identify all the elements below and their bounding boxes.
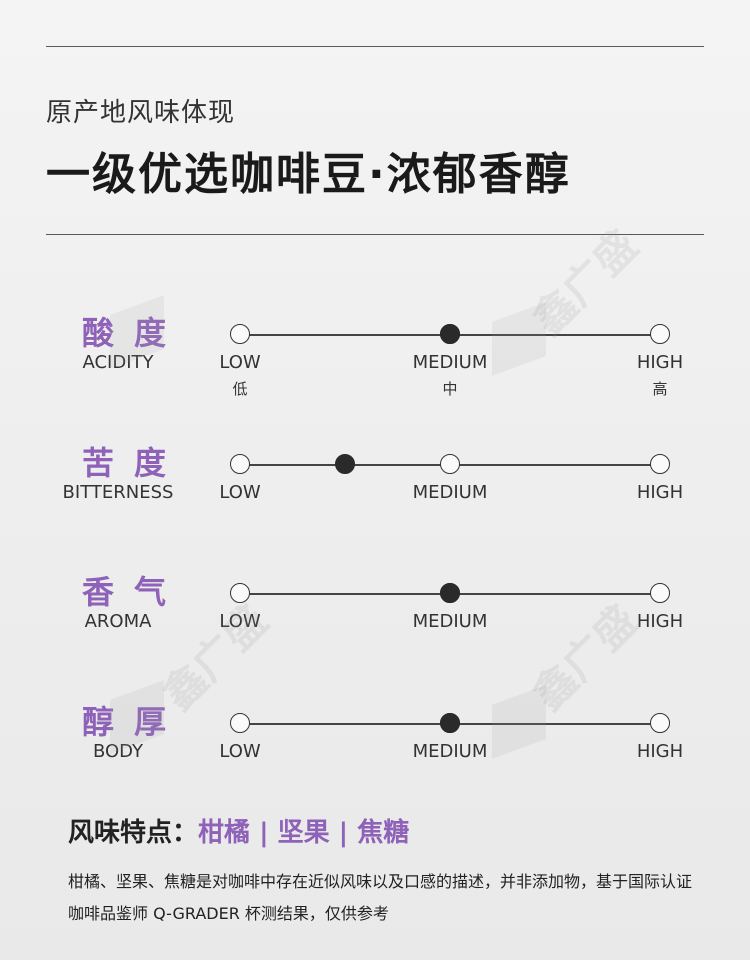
scale-dot-low — [230, 324, 250, 344]
attribute-name-cn: 香气 — [82, 573, 187, 611]
flavor-notes: 风味特点：柑橘 | 坚果 | 焦糖 — [68, 812, 409, 849]
scale-dot-medium — [440, 454, 460, 474]
scale-label-medium: MEDIUM — [412, 482, 488, 503]
scale-dot-high — [650, 324, 670, 344]
scale-label-low: LOW — [219, 352, 261, 373]
attribute-name-cn: 苦度 — [82, 444, 187, 482]
flavor-tags: 柑橘 | 坚果 | 焦糖 — [198, 818, 410, 848]
scale-label-medium: MEDIUM — [412, 611, 488, 632]
scale-label-high: HIGH — [636, 741, 684, 762]
level-marker — [335, 454, 355, 474]
scale-label-low: LOW — [219, 611, 261, 632]
attribute-name-en: AROMA — [84, 611, 152, 632]
page-subtitle: 原产地风味体现 — [46, 98, 236, 128]
attribute-row-body: 醇厚 BODY LOW MEDIUM HIGH — [0, 697, 750, 817]
top-divider — [46, 46, 704, 47]
flavor-heading: 风味特点： — [68, 818, 199, 848]
level-marker — [440, 324, 460, 344]
scale-label-low: LOW — [219, 482, 261, 503]
scale-dot-low — [230, 454, 250, 474]
level-marker — [440, 713, 460, 733]
level-marker — [440, 583, 460, 603]
attribute-name-en: BODY — [92, 741, 144, 762]
attribute-name-cn: 酸度 — [82, 314, 187, 352]
attribute-row-bitterness: 苦度 BITTERNESS LOW MEDIUM HIGH — [0, 438, 750, 558]
scale-label-high: HIGH — [636, 611, 684, 632]
scale-dot-low — [230, 713, 250, 733]
flavor-disclaimer: 柑橘、坚果、焦糖是对咖啡中存在近似风味以及口感的描述，并非添加物，基于国际认证咖… — [68, 872, 693, 923]
scale-dot-low — [230, 583, 250, 603]
header-divider — [46, 234, 704, 235]
scale-label-high: HIGH — [636, 352, 684, 373]
scale-label-medium-cn: 中 — [442, 380, 458, 398]
scale-label-high: HIGH — [636, 482, 684, 503]
scale-label-medium: MEDIUM — [412, 352, 488, 373]
scale-dot-high — [650, 454, 670, 474]
scale-label-high-cn: 高 — [652, 380, 668, 398]
attribute-name-cn: 醇厚 — [82, 703, 187, 741]
scale-dot-high — [650, 583, 670, 603]
scale-label-low-cn: 低 — [232, 380, 248, 398]
attribute-name-en: BITTERNESS — [62, 482, 174, 503]
page-title: 一级优选咖啡豆·浓郁香醇 — [46, 149, 571, 200]
scale-label-low: LOW — [219, 741, 261, 762]
attribute-row-aroma: 香气 AROMA LOW MEDIUM HIGH — [0, 567, 750, 687]
scale-dot-high — [650, 713, 670, 733]
scale-label-medium: MEDIUM — [412, 741, 488, 762]
attribute-row-acidity: 酸度 ACIDITY LOW MEDIUM HIGH 低 中 高 — [0, 308, 750, 428]
attribute-name-en: ACIDITY — [82, 352, 154, 373]
